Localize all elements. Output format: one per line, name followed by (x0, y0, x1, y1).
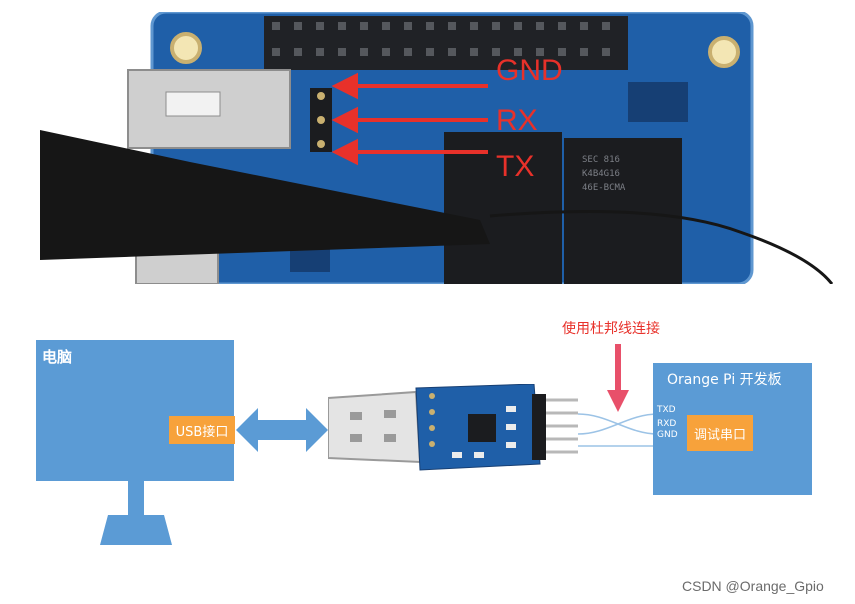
svg-text:K4B4G16: K4B4G16 (582, 169, 620, 179)
debug-serial-port: 调试串口 (687, 415, 753, 451)
board-title: Orange Pi 开发板 (667, 372, 782, 388)
down-arrow (607, 344, 629, 412)
svg-text:SEC 816: SEC 816 (582, 155, 620, 165)
tx-pin-label: TX (496, 150, 535, 183)
cable (40, 130, 490, 260)
usb-ttl-adapter (328, 384, 578, 471)
monitor-stand (128, 481, 144, 521)
csdn-watermark: CSDN @Orange_Gpio (682, 578, 824, 594)
dupont-note: 使用杜邦线连接 (562, 321, 660, 337)
usb-port: USB接口 (169, 416, 235, 444)
monitor-base (100, 515, 172, 545)
pin-list: TXD RXD GND (657, 405, 678, 440)
rx-pin-label: RX (496, 104, 538, 137)
gnd-pin-label: GND (496, 54, 563, 87)
dupont-wires (578, 413, 658, 447)
svg-text:46E-BCMA: 46E-BCMA (582, 183, 626, 193)
pc-monitor: 电脑 (36, 340, 234, 481)
orangepi-board-box: Orange Pi 开发板 TXD RXD GND 调试串口 (653, 363, 812, 495)
pin-txd: TXD (657, 405, 676, 415)
pin-gnd: GND (657, 430, 678, 440)
pin-arrows (331, 72, 488, 166)
bidirectional-arrow (236, 408, 328, 452)
pin-rxd: RXD (657, 419, 677, 429)
pc-title: 电脑 (42, 348, 73, 366)
